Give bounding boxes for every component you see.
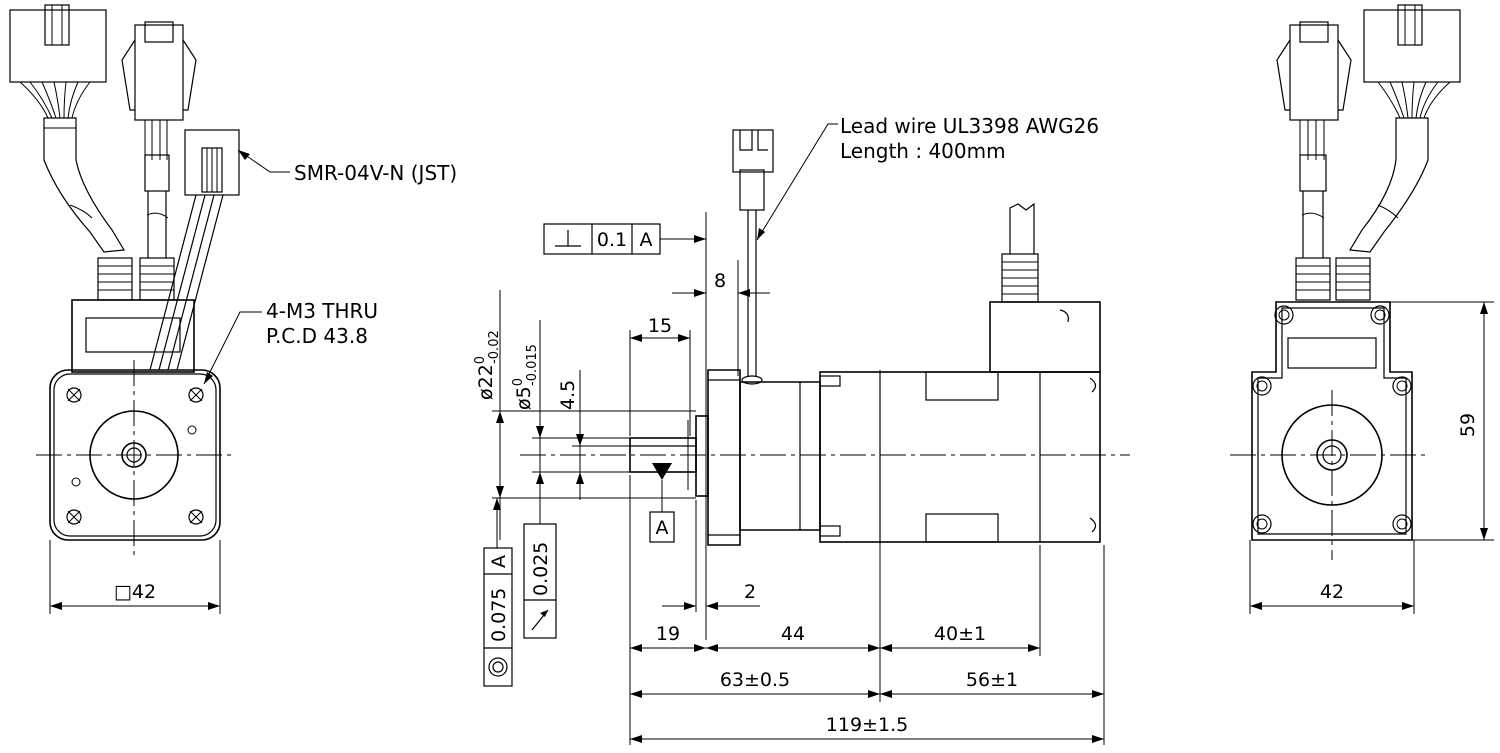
dim-flange: 2 [662, 500, 760, 612]
dim-square-left-text: □42 [114, 581, 156, 603]
dim-lead-pos-text: 8 [714, 270, 726, 292]
side-view: Lead wire UL3398 AWG26 Length : 400mm 0.… [473, 114, 1130, 745]
runout-frame: 0.025 [523, 472, 557, 639]
dim-overall: 119±1.5 [826, 714, 908, 736]
connector-right-a [1348, 4, 1461, 253]
dim-width-right: 42 [1249, 540, 1415, 614]
dim-flat-len: 15 [629, 315, 691, 436]
datum-a: A [649, 463, 675, 543]
label-lead-2: Length : 400mm [840, 139, 1006, 163]
encoder-housing-left [71, 299, 195, 373]
conc-datum: A [488, 555, 510, 568]
leader-holes [203, 311, 262, 385]
label-connector: SMR-04V-N (JST) [294, 161, 457, 185]
dim-height-right-text: 59 [1457, 413, 1479, 437]
runout-value: 0.025 [530, 542, 552, 596]
dim-shaft-dia: ø220-0.02 [473, 330, 502, 400]
connector-left [9, 4, 126, 253]
dim-vertical-shaft: ø220-0.02 ø50-0.015 4.5 [473, 290, 696, 540]
screws-right [1252, 305, 1412, 534]
left-view: □42 SMR-04V-N (JST) 4-M3 THRU P.C.D 43.8 [9, 4, 457, 614]
label-holes-1: 4-M3 THRU [266, 299, 378, 323]
dim-flange-text: 2 [744, 581, 756, 603]
strain-reliefs-left [97, 257, 175, 301]
dim-body-front: 44 [781, 623, 805, 645]
dim-flat: 4.5 [557, 380, 579, 410]
label-lead-1: Lead wire UL3398 AWG26 [840, 114, 1099, 138]
dim-flat-len-text: 15 [648, 315, 672, 337]
label-holes-2: P.C.D 43.8 [266, 324, 368, 348]
dim-width-right-text: 42 [1320, 581, 1344, 603]
dim-body-rear: 40±1 [934, 623, 986, 645]
dim-square-left: □42 [49, 540, 221, 614]
connector-right-b [1276, 21, 1352, 258]
conc-value: 0.075 [488, 588, 510, 642]
dim-shaft-len: 19 [656, 623, 680, 645]
motor-face-left [49, 369, 221, 541]
perp-datum: A [640, 229, 653, 251]
perp-frame: 0.1 A [543, 223, 706, 255]
dim-horizontal-bottom: 19 44 40±1 63±0.5 56±1 119±1.5 [629, 475, 1105, 745]
datum-a-text: A [656, 517, 669, 539]
dim-height-right: 59 [1390, 301, 1494, 541]
perp-value: 0.1 [597, 229, 627, 251]
dim-inner-dia: ø50-0.015 [511, 344, 540, 410]
leader-lead [756, 123, 838, 241]
dim-lead-pos: 8 [672, 260, 770, 376]
connector-middle [121, 21, 197, 258]
dim-front-total: 63±0.5 [720, 669, 790, 691]
right-view: 42 59 [1230, 4, 1494, 614]
concentricity-frame: A 0.075 [483, 498, 513, 687]
leader-smr [237, 149, 290, 173]
encoder-label-plate [85, 317, 181, 353]
dim-rear-total: 56±1 [966, 669, 1018, 691]
